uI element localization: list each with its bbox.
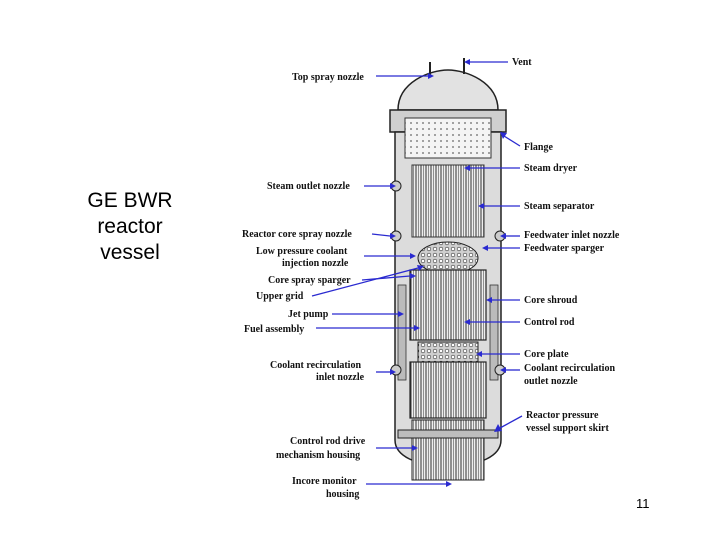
label-upper-grid: Upper grid [256, 291, 304, 302]
core-shroud [409, 269, 487, 341]
label-incore-monitor-line1: Incore monitor [292, 476, 357, 487]
steam-dryer [404, 117, 492, 159]
label-vent: Vent [512, 57, 532, 68]
upper-grid [417, 241, 479, 275]
lower-core [409, 361, 487, 419]
label-feedwater-inlet-nozzle: Feedwater inlet nozzle [524, 230, 620, 241]
label-top-spray-nozzle: Top spray nozzle [292, 72, 364, 83]
label-core-spray-sparger: Core spray sparger [268, 275, 351, 286]
support-skirt [397, 429, 499, 439]
label-crd-housing-line2: mechanism housing [276, 450, 360, 461]
jet-pump-left [397, 284, 407, 381]
label-steam-outlet-nozzle: Steam outlet nozzle [267, 181, 350, 192]
label-fuel-assembly: Fuel assembly [244, 324, 304, 335]
crd-housings [411, 419, 485, 481]
label-crd-housing-line1: Control rod drive [290, 436, 366, 447]
labels-right: Vent Flange Steam dryer Steam separator … [512, 57, 620, 434]
label-incore-monitor-line2: housing [326, 489, 359, 500]
label-low-pressure-coolant-line1: Low pressure coolant [256, 246, 348, 257]
slide-title: GE BWR reactor vessel [87, 189, 173, 264]
steam-separator [411, 164, 485, 238]
label-coolant-recirc-inlet-line1: Coolant recirculation [270, 360, 361, 371]
label-jet-pump: Jet pump [288, 309, 329, 320]
labels-left: Top spray nozzle Steam outlet nozzle Rea… [242, 72, 366, 500]
label-feedwater-sparger: Feedwater sparger [524, 243, 605, 254]
label-steam-dryer: Steam dryer [524, 163, 578, 174]
label-coolant-recirc-outlet-line2: outlet nozzle [524, 376, 578, 387]
leader-lines-left [311, 73, 452, 487]
page-number: 11 [636, 496, 650, 511]
core-plate [417, 341, 479, 363]
label-rpv-support-skirt-line2: vessel support skirt [526, 423, 609, 434]
vessel-head [397, 69, 499, 111]
leader-lines-right [464, 59, 523, 432]
label-reactor-core-spray-nozzle: Reactor core spray nozzle [242, 229, 352, 240]
jet-pump-right [489, 284, 499, 381]
label-flange: Flange [524, 142, 553, 153]
label-rpv-support-skirt-line1: Reactor pressure [526, 410, 599, 421]
label-steam-separator: Steam separator [524, 201, 595, 212]
label-core-plate: Core plate [524, 349, 569, 360]
label-coolant-recirc-inlet-line2: inlet nozzle [316, 372, 365, 383]
vessel-body [389, 58, 507, 481]
label-coolant-recirc-outlet-line1: Coolant recirculation [524, 363, 615, 374]
label-core-shroud: Core shroud [524, 295, 578, 306]
label-control-rod: Control rod [524, 317, 575, 328]
label-low-pressure-coolant-line2: injection nozzle [282, 258, 349, 269]
